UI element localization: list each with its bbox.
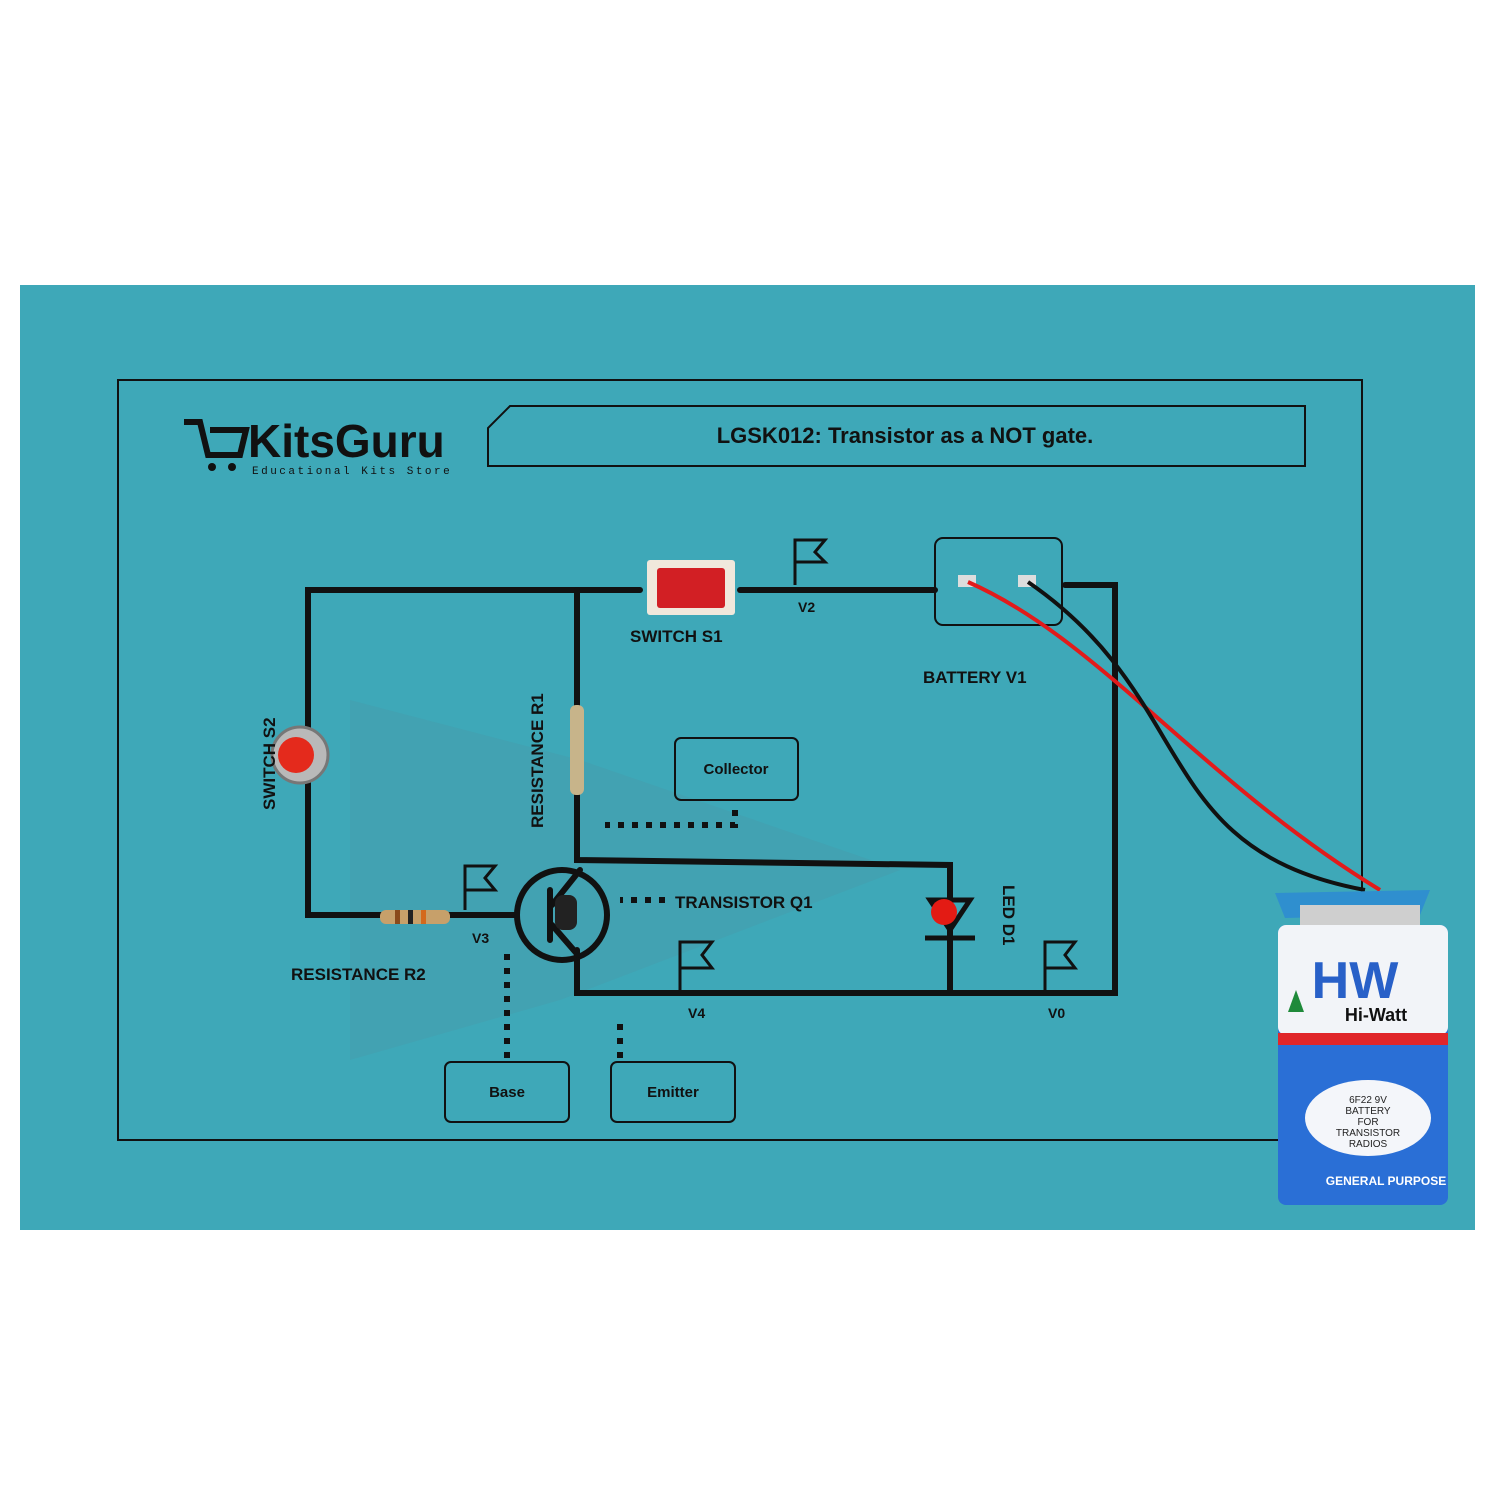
cart-icon	[184, 419, 250, 471]
board-title: LGSK012: Transistor as a NOT gate.	[717, 423, 1094, 448]
resistor-r1	[570, 705, 584, 795]
tree-icon	[1288, 990, 1304, 1012]
battery-label-line: 6F22 9V	[1349, 1095, 1387, 1106]
inner-border	[117, 379, 1363, 1141]
label-base: Base	[489, 1084, 525, 1101]
label-battery-v1: BATTERY V1	[923, 668, 1027, 687]
label-switch-s2: SWITCH S2	[260, 717, 279, 810]
label-resistance-r2: RESISTANCE R2	[291, 965, 426, 984]
label-v2: V2	[798, 599, 815, 615]
battery-label-line: BATTERY	[1345, 1106, 1391, 1117]
battery-label-line: RADIOS	[1349, 1139, 1388, 1150]
resistor-r2	[380, 910, 450, 924]
kitsguru-logo: KitsGuru Educational Kits Store	[184, 415, 452, 478]
battery-brand: Hi-Watt	[1345, 1005, 1407, 1025]
title-box	[487, 405, 1306, 467]
label-v3: V3	[472, 930, 489, 946]
9v-battery: HW Hi-Watt 6F22 9V BATTERY FOR TRANSISTO…	[1275, 890, 1448, 1205]
black-wire	[1026, 580, 1366, 892]
battery-brand-mark: HW	[1312, 952, 1400, 1010]
switch-s2[interactable]	[270, 725, 330, 785]
transistor-q1	[555, 895, 577, 930]
label-v0: V0	[1048, 1005, 1065, 1021]
battery-box	[934, 537, 1063, 626]
board	[20, 285, 1475, 1230]
battery-label-line: TRANSISTOR	[1336, 1128, 1400, 1139]
emitter-box	[610, 1061, 736, 1123]
label-v4: V4	[688, 1005, 705, 1021]
flag-icons	[463, 538, 1079, 990]
logo-tagline: Educational Kits Store	[252, 466, 452, 478]
label-emitter: Emitter	[647, 1084, 699, 1101]
collector-box	[674, 737, 799, 801]
shadow	[350, 700, 900, 1060]
red-wire	[967, 580, 1382, 892]
label-resistance-r1: RESISTANCE R1	[528, 693, 547, 828]
switch-s1[interactable]	[647, 560, 735, 615]
label-switch-s1: SWITCH S1	[630, 627, 723, 646]
base-box	[444, 1061, 570, 1123]
logo-name: KitsGuru	[248, 415, 445, 467]
label-transistor-q1: TRANSISTOR Q1	[675, 893, 813, 912]
battery-label-line: FOR	[1357, 1117, 1378, 1128]
label-collector: Collector	[703, 761, 768, 778]
transistor-symbol	[514, 867, 610, 963]
led-d1	[931, 899, 957, 925]
label-led-d1: LED D1	[999, 885, 1018, 945]
battery-footer: GENERAL PURPOSE	[1326, 1174, 1446, 1188]
